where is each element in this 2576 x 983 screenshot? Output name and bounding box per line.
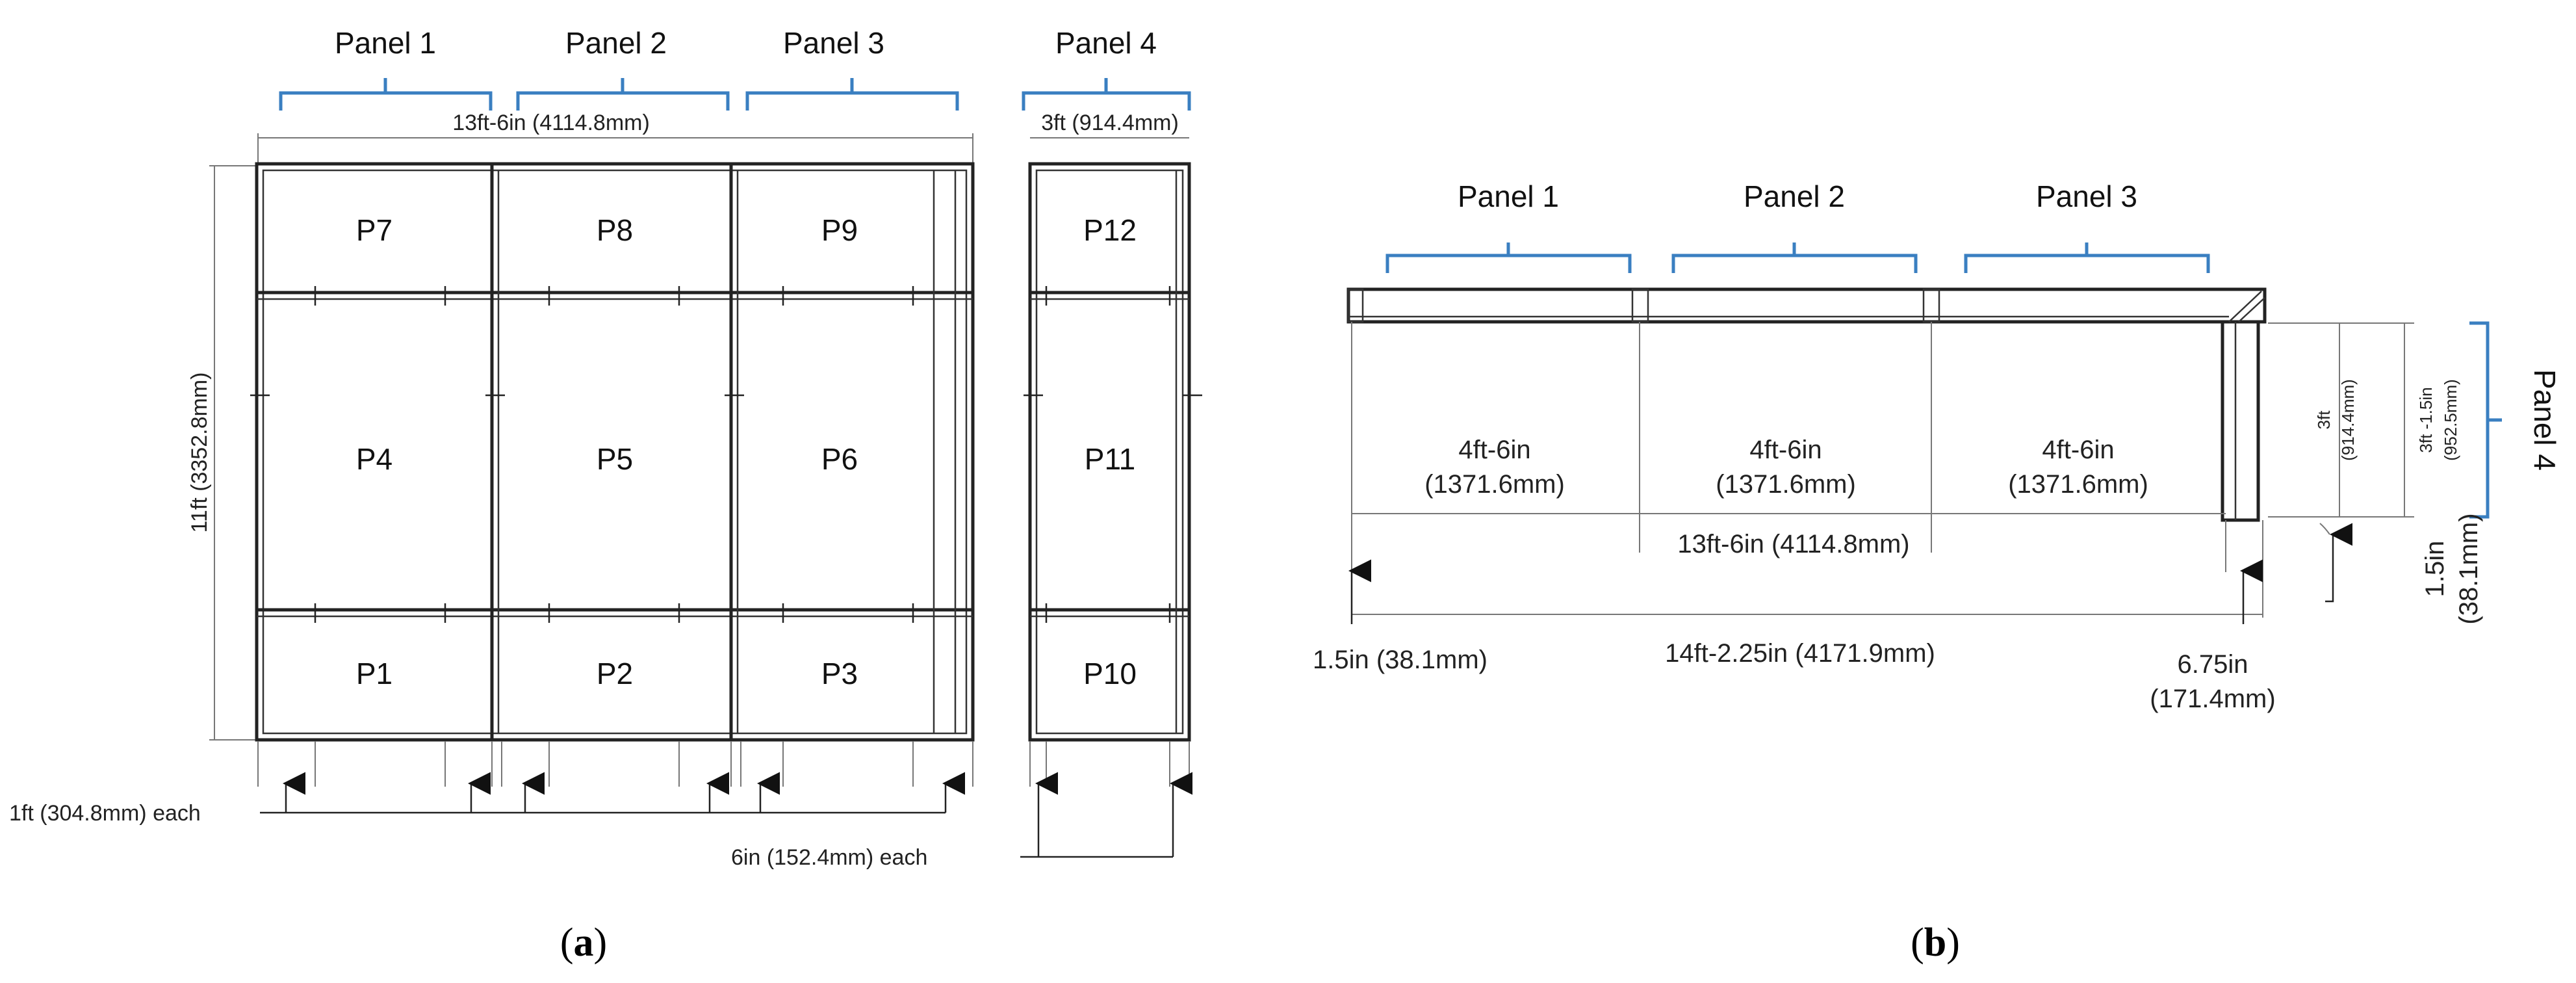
end-offset-hook <box>2319 523 2330 535</box>
segment-3-mm: (1371.6mm) <box>2008 470 2148 499</box>
piece-p9: P9 <box>821 213 858 247</box>
brace-panel-3-b <box>1964 242 2210 273</box>
spacing-label-6in: 6in (152.4mm) each <box>731 845 927 870</box>
panel-1-title-b: Panel 1 <box>1458 179 1559 213</box>
brace-panel-3-a <box>745 78 959 111</box>
panel4-total-ft: 3ft -1.5in <box>2416 387 2436 452</box>
piece-p8: P8 <box>597 213 633 247</box>
piece-p12: P12 <box>1083 213 1137 247</box>
panel-4-title-a: Panel 4 <box>1055 26 1157 60</box>
panel4-depth-mm: (914.4mm) <box>2338 379 2358 461</box>
left-offset-label: 1.5in (38.1mm) <box>1313 646 1488 674</box>
right-offset-label-2: (171.4mm) <box>2150 685 2275 713</box>
width-label-a: 13ft-6in (4114.8mm) <box>452 111 650 135</box>
wall-frame-panels-1-3 <box>250 162 975 742</box>
panel-3-title-b: Panel 3 <box>2036 179 2137 213</box>
piece-p5: P5 <box>597 442 633 476</box>
figure-b: Panel 1 Panel 2 Panel 3 Panel 4 <box>1313 179 2562 965</box>
spacing-indicators-a: 1ft (304.8mm) each 6in (152.4mm) each <box>9 741 1192 870</box>
segment-3-ft: 4ft-6in <box>2042 436 2114 464</box>
panel-braces-a <box>279 78 1191 111</box>
panel-braces-b <box>1385 242 2502 519</box>
caption-b: (b) <box>1911 921 1960 965</box>
panel-3-title-a: Panel 3 <box>783 26 884 60</box>
outer-total-label: 14ft-2.25in (4171.9mm) <box>1665 639 1935 668</box>
segment-1-ft: 4ft-6in <box>1458 436 1530 464</box>
brace-panel-1-a <box>279 78 493 111</box>
right-offset-label-1: 6.75in <box>2178 650 2248 679</box>
brace-panel-1-b <box>1385 242 1632 273</box>
piece-p3: P3 <box>821 657 858 690</box>
brace-panel-2-b <box>1671 242 1918 273</box>
panel4-total-mm: (952.5mm) <box>2441 379 2460 461</box>
segment-2-mm: (1371.6mm) <box>1716 470 1856 499</box>
spacing-label-1ft: 1ft (304.8mm) each <box>9 801 201 826</box>
caption-a: (a) <box>560 921 607 965</box>
brace-panel-4-a <box>1022 78 1191 111</box>
panel-2-title-b: Panel 2 <box>1744 179 1845 213</box>
end-offset-label-1: 1.5in <box>2421 541 2449 597</box>
brace-panel-4-b <box>2469 321 2502 519</box>
end-offset-arrow <box>2325 523 2352 603</box>
piece-p10: P10 <box>1083 657 1137 690</box>
end-offset-label-2: (38.1mm) <box>2454 513 2483 624</box>
panel-1-title-a: Panel 1 <box>335 26 436 60</box>
piece-p1: P1 <box>356 657 393 690</box>
brace-panel-2-a <box>516 78 730 111</box>
height-label-a: 11ft (3352.8mm) <box>187 373 212 533</box>
panel4-depth-ft: 3ft <box>2314 410 2334 430</box>
wall-frame-panel-4 <box>1024 162 1202 742</box>
panel-2-title-a: Panel 2 <box>565 26 667 60</box>
inner-total-label: 13ft-6in (4114.8mm) <box>1677 530 1909 558</box>
piece-p11: P11 <box>1085 442 1135 476</box>
figure-a: Panel 1 Panel 2 Panel 3 Panel 4 13ft-6in… <box>9 26 1202 965</box>
piece-p6: P6 <box>821 442 858 476</box>
segment-2-ft: 4ft-6in <box>1749 436 1822 464</box>
piece-labels: P7 P8 P9 P12 P4 P5 P6 P11 P1 P2 P3 P10 <box>356 213 1137 690</box>
piece-p4: P4 <box>356 442 393 476</box>
panel-4-title-b: Panel 4 <box>2528 369 2562 471</box>
piece-p2: P2 <box>597 657 633 690</box>
piece-p7: P7 <box>356 213 393 247</box>
plan-view-walls <box>1346 287 2267 522</box>
segment-1-mm: (1371.6mm) <box>1424 470 1565 499</box>
panel4-width-label-a: 3ft (914.4mm) <box>1041 111 1179 135</box>
